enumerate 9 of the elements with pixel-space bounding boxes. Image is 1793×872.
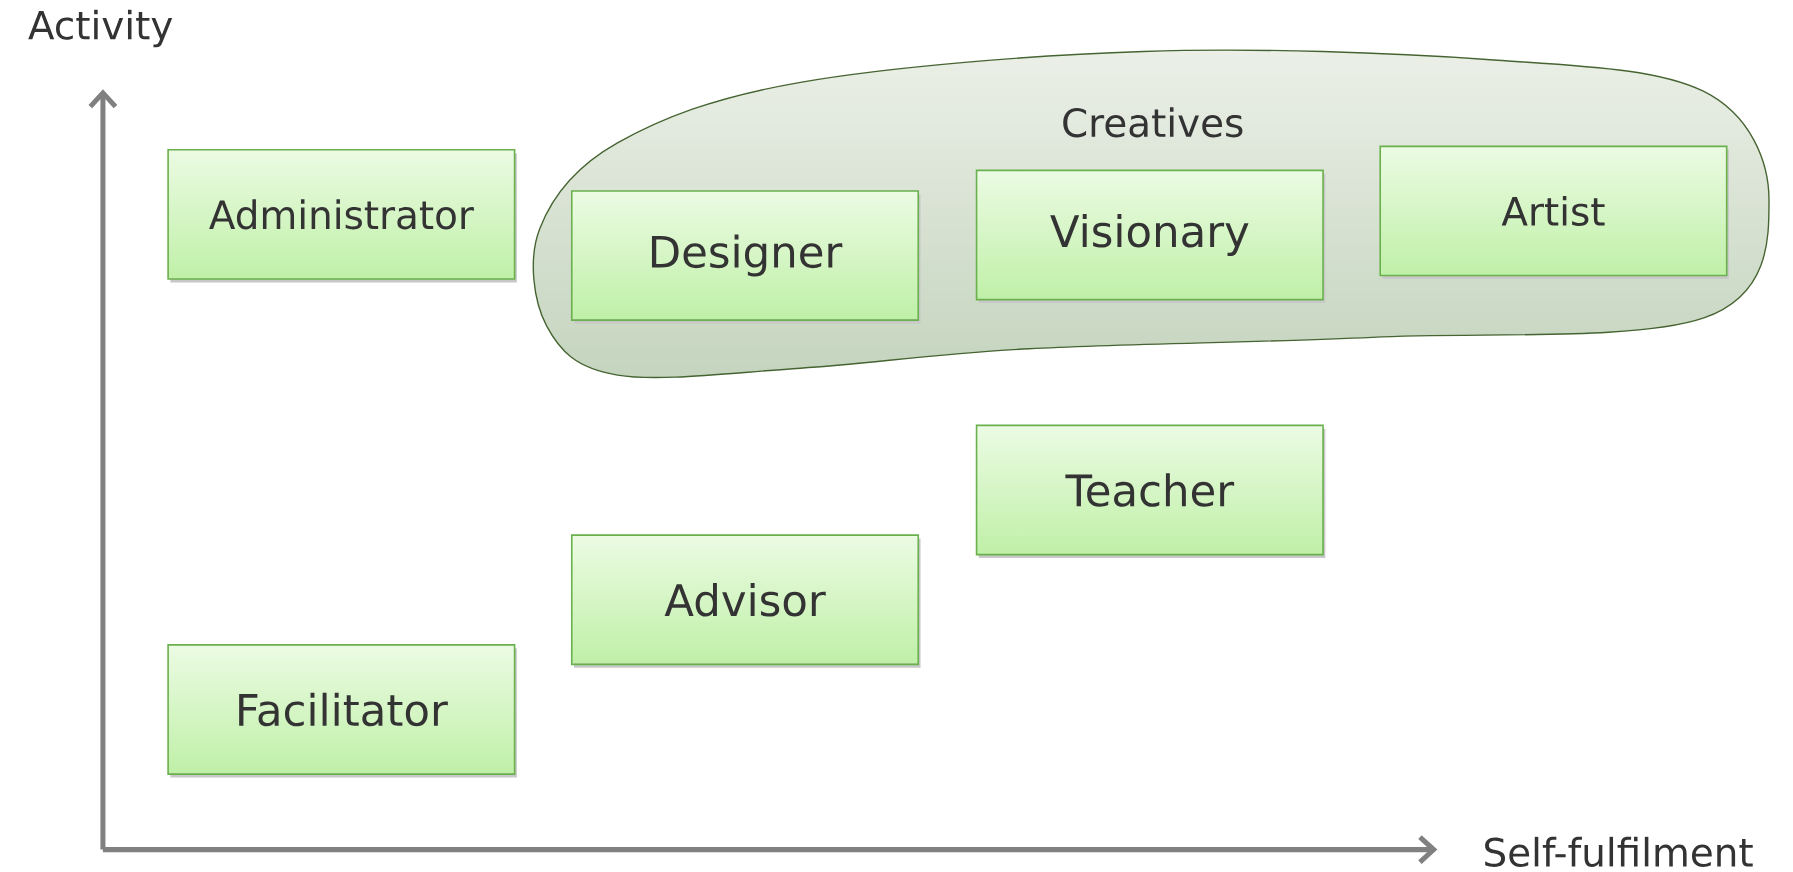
role-box: Administrator: [167, 148, 517, 283]
role-box: Advisor: [570, 534, 921, 668]
axis-label: Self-fulfilment: [1485, 836, 1753, 867]
role-box: Visionary: [975, 169, 1326, 303]
role-box: Facilitator: [167, 643, 517, 778]
role-box: Designer: [570, 189, 921, 324]
axis-label: Activity: [28, 9, 173, 48]
role-box: Teacher: [975, 424, 1326, 558]
role-box: Artist: [1379, 145, 1729, 279]
